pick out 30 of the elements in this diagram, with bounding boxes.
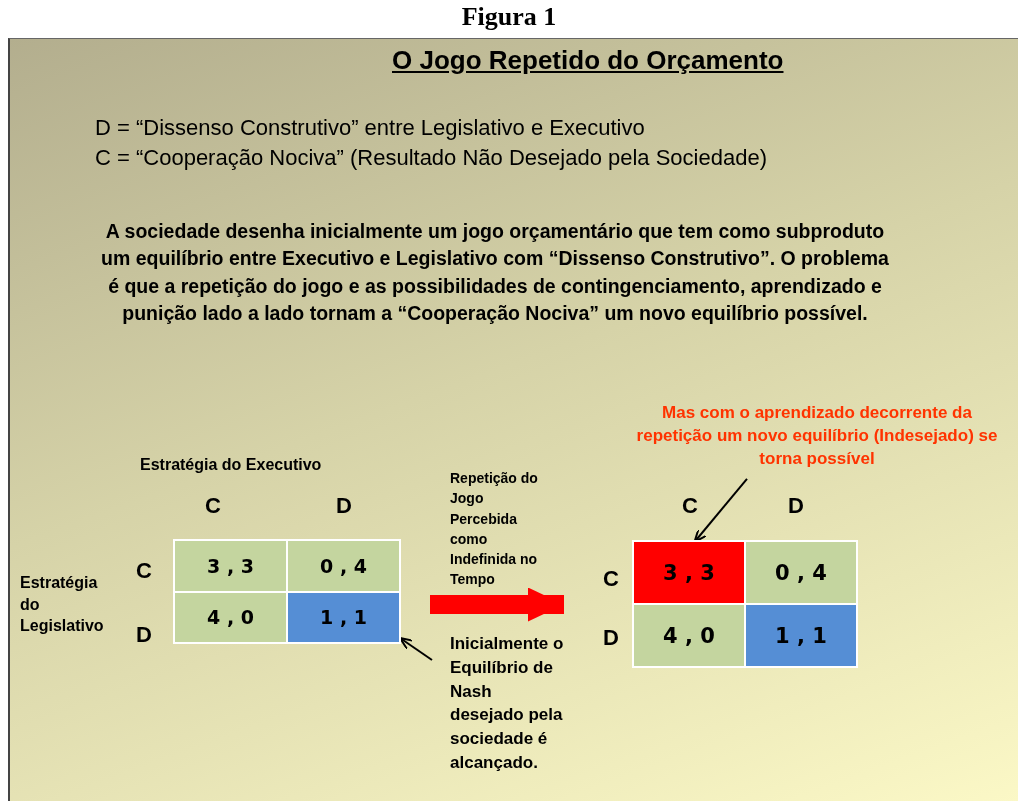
payoff-matrix (173, 539, 401, 644)
payoff-cell: 0 , 4 (288, 541, 399, 591)
column-label: D (788, 493, 805, 519)
heading: O Jogo Repetido do Orçamento (392, 45, 784, 76)
payoff-cell: 1 , 1 (746, 605, 856, 666)
payoff-cell: 0 , 4 (746, 542, 856, 603)
row-label: C (603, 566, 620, 592)
block-arrow (430, 587, 564, 622)
axis-title: Estratégia do Legislativo (20, 573, 105, 637)
callout-text: Mas com o aprendizado decorrente da repetição um novo equilíbrio (Indesejado) se torna possível (632, 402, 1002, 471)
payoff-matrix (632, 540, 858, 668)
payoff-cell: 4 , 0 (634, 605, 744, 666)
column-label: C (205, 493, 222, 519)
leader-arrow (693, 477, 748, 543)
column-label: D (336, 493, 353, 519)
definition-text: C = “Cooperação Nociva” (Resultado Não Desejado pela Sociedade) (95, 145, 768, 171)
axis-title: Estratégia do Executivo (140, 455, 323, 475)
payoff-cell: 1 , 1 (288, 592, 399, 642)
callout-text: Inicialmente o Equilíbrio de Nash desejado pela sociedade é alcançado. (450, 632, 568, 775)
intro-paragraph: A sociedade desenha inicialmente um jogo orçamentário que tem como subproduto um equilíbrio entre Executivo e Legislativo com “Dissenso Construtivo”. O problema é que a repetição do jogo e as possibilidades de contingenciamento, aprendizado e punição lado a lado tornam a “Cooperação Nociva” um novo equilíbrio possível. (100, 219, 890, 326)
column-label: C (682, 493, 699, 519)
payoff-cell: 3 , 3 (634, 542, 744, 603)
payoff-cell: 3 , 3 (175, 541, 286, 591)
edge-label: Repetição do Jogo Percebida como Indefinida no Tempo (450, 469, 539, 590)
row-label: D (603, 625, 620, 651)
figure-title: Figura 1 (460, 2, 558, 32)
row-label: C (136, 558, 153, 584)
payoff-cell: 4 , 0 (175, 592, 286, 642)
row-label: D (136, 622, 153, 648)
definition-text: D = “Dissenso Construtivo” entre Legislativo e Executivo (95, 115, 646, 141)
